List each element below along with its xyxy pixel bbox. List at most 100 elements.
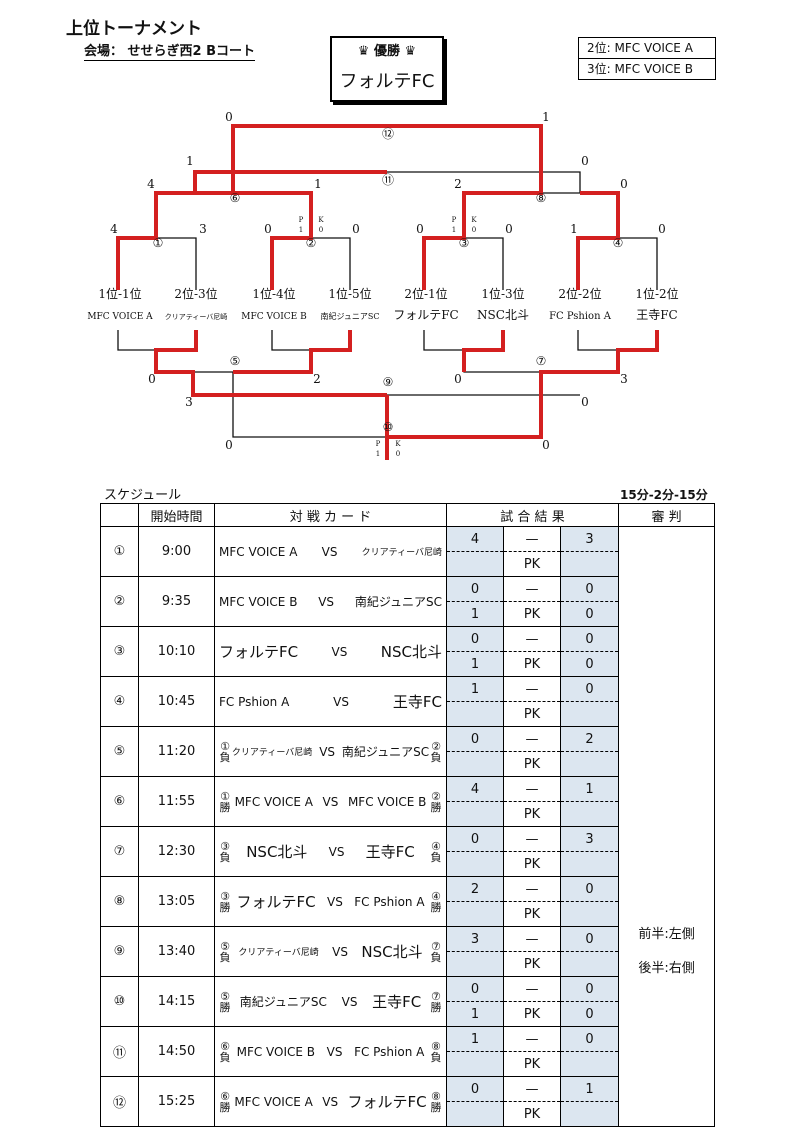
score-left: 0 [446, 826, 504, 852]
team-left: MFC VOICE A [234, 794, 313, 809]
match-number: ⑧ [100, 876, 139, 927]
table-row: 1 PK 0 [101, 1001, 715, 1027]
bracket-score: 3 [185, 395, 193, 409]
table-row: ③ 10:10 フォルテFC VS NSC北斗 0 — 0 [100, 626, 715, 677]
bracket-score: 0 [620, 177, 628, 191]
vs-label: VS [326, 1044, 343, 1059]
pk-right: 0 [559, 651, 620, 677]
pk-right [559, 951, 620, 977]
bracket-score: 0 [581, 395, 589, 409]
match-time: 15:25 [138, 1076, 215, 1127]
score-dash: — [503, 976, 561, 1002]
pk-score: 1 [376, 450, 380, 458]
pk-left: 1 [446, 1001, 504, 1027]
match-id: ⑪ [382, 173, 394, 187]
match-id: ② [306, 236, 317, 250]
vs-label: VS [321, 544, 338, 559]
table-row: PK [101, 701, 715, 727]
match-id: ④ [613, 236, 624, 250]
pk-left [446, 701, 504, 727]
pk-label: P [452, 216, 457, 224]
pk-label: PK [503, 801, 561, 827]
pk-label: PK [503, 951, 561, 977]
pk-label: K [318, 216, 324, 224]
bracket-score: 3 [199, 222, 207, 236]
pk-left [446, 951, 504, 977]
pk-right [559, 901, 620, 927]
score-left: 3 [446, 926, 504, 952]
header-match-card: 対 戦 カ ー ド [214, 503, 447, 527]
score-right: 3 [559, 526, 620, 552]
team-right: 王寺FC [372, 993, 422, 1011]
pk-score: 0 [319, 226, 323, 234]
bracket-score: 0 [416, 222, 424, 236]
team-right: MFC VOICE B [347, 794, 427, 809]
table-row: 1 PK 0 [101, 601, 715, 627]
venue-label: 会場： せせらぎ西2 Bコート [84, 40, 256, 61]
pk-score: 1 [452, 226, 456, 234]
match-number: ② [100, 576, 139, 627]
team-left: MFC VOICE A [219, 544, 298, 559]
header-referee: 審 判 [618, 503, 716, 527]
match-time: 12:30 [138, 826, 215, 877]
match-time: 11:20 [138, 726, 215, 777]
score-dash: — [503, 926, 561, 952]
match-number: ⑪ [100, 1026, 139, 1077]
score-right: 0 [559, 576, 620, 602]
match-time: 14:50 [138, 1026, 215, 1077]
pk-left [446, 751, 504, 777]
pk-label: PK [503, 1101, 561, 1127]
pk-label: K [471, 216, 477, 224]
match-time: 9:35 [138, 576, 215, 627]
score-right: 1 [559, 1076, 620, 1102]
vs-label: VS [341, 994, 358, 1009]
bracket-score: 1 [542, 110, 550, 124]
bracket-score: 0 [505, 222, 513, 236]
vs-label: VS [328, 844, 345, 859]
bracket-score: 0 [148, 372, 156, 386]
match-id: ⑩ [383, 420, 394, 434]
team-name: 南紀ジュニアSC [320, 311, 379, 321]
score-right: 0 [559, 676, 620, 702]
vs-label: VS [326, 894, 343, 909]
score-dash: — [503, 1076, 561, 1102]
team-left: MFC VOICE B [219, 594, 298, 609]
team-name: MFC VOICE A [87, 312, 153, 322]
match-id: ⑨ [383, 375, 394, 389]
match-id: ③ [459, 236, 470, 250]
pk-right [559, 851, 620, 877]
score-dash: — [503, 876, 561, 902]
seed-label: 1位-1位 [98, 286, 141, 301]
pk-left [446, 851, 504, 877]
match-id: ① [153, 236, 164, 250]
table-row: PK [101, 751, 715, 777]
bracket-score: 4 [110, 222, 118, 236]
pk-right [559, 1051, 620, 1077]
team-left: 南紀ジュニアSC [239, 995, 327, 1009]
pk-left [446, 901, 504, 927]
team-left: フォルテFC [219, 643, 299, 661]
team-right: NSC北斗 [361, 943, 423, 961]
referee-cell: 前半:左側後半:右側 [618, 526, 716, 1127]
match-time: 13:05 [138, 876, 215, 927]
match-id: ⑫ [382, 127, 394, 141]
bracket-score: 2 [313, 372, 321, 386]
third-place: 3位: MFC VOICE B [579, 58, 715, 79]
score-left: 0 [446, 576, 504, 602]
pk-label: PK [503, 751, 561, 777]
champion-label: 優勝 [373, 44, 400, 59]
pk-label: PK [503, 1051, 561, 1077]
seed-label: 1位-2位 [635, 286, 678, 301]
bracket-score: 0 [264, 222, 272, 236]
pk-left [446, 551, 504, 577]
bracket-score: 1 [314, 177, 322, 191]
